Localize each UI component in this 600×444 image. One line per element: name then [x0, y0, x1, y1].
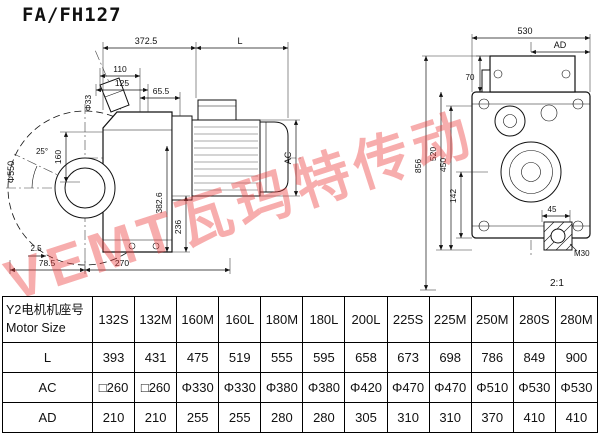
technical-drawing: 372.5 L 110 125 65.5 Φ33 160 25° Φ550: [6, 26, 591, 291]
motor-body: [191, 119, 261, 197]
motor-flange: [171, 115, 193, 201]
column-header: 280S: [512, 296, 556, 343]
table-cell: 555: [260, 342, 304, 373]
table-cell: 310: [386, 402, 430, 433]
row-label: AC: [2, 372, 93, 403]
table-cell: 658: [344, 342, 388, 373]
dim-45-label: 45: [548, 205, 557, 214]
dim-382-6-label: 382.6: [154, 192, 164, 214]
table-row-ac: AC □260 □260 Φ330 Φ330 Φ380 Φ380 Φ420 Φ4…: [2, 372, 599, 403]
dim-160-label: 160: [53, 150, 63, 164]
column-header: 225S: [386, 296, 430, 343]
table-cell: □260: [91, 372, 136, 403]
table-cell: 595: [302, 342, 346, 373]
dim-125-label: 125: [115, 78, 129, 88]
table-cell: 673: [386, 342, 430, 373]
table-cell: 280: [260, 402, 304, 433]
table-cell: Φ330: [218, 372, 262, 403]
table-header-row: Y2电机机座号 Motor Size 132S 132M 160M 160L 1…: [2, 296, 599, 343]
motor-size-header-en: Motor Size: [6, 320, 66, 335]
table-cell: Φ530: [512, 372, 556, 403]
dim-78-5-label: 78.5: [39, 258, 56, 268]
table-cell: 370: [470, 402, 514, 433]
table-cell: 410: [554, 402, 599, 433]
motor-size-header: Y2电机机座号 Motor Size: [2, 296, 93, 343]
dim-ac-label: AC: [283, 151, 293, 164]
dim-270-label: 270: [115, 258, 129, 268]
table-cell: 393: [91, 342, 136, 373]
table-cell: 519: [218, 342, 262, 373]
column-header: 160M: [176, 296, 220, 343]
gear-housing: [102, 111, 173, 253]
dim-phi550-label: Φ550: [6, 161, 16, 183]
terminal-box: [197, 99, 237, 121]
motor-size-header-cn: Y2电机机座号: [6, 303, 84, 317]
table-cell: Φ380: [302, 372, 346, 403]
table-cell: Φ330: [176, 372, 220, 403]
table-cell: 310: [428, 402, 472, 433]
dim-l-label: L: [237, 36, 242, 46]
fan-cover: [259, 121, 289, 193]
table-cell: Φ470: [386, 372, 430, 403]
dim-25deg-label: 25°: [36, 147, 48, 156]
table-cell: Φ420: [344, 372, 388, 403]
table-cell: 410: [512, 402, 556, 433]
table-cell: Φ530: [554, 372, 599, 403]
key-section-detail: [543, 221, 578, 252]
table-cell: 698: [428, 342, 472, 373]
table-cell: 210: [91, 402, 136, 433]
scale-note: 2:1: [550, 278, 564, 289]
column-header: 280M: [554, 296, 599, 343]
dim-520-label: 520: [428, 147, 438, 161]
column-header: 132S: [91, 296, 136, 343]
table-cell: 431: [134, 342, 178, 373]
column-header: 180L: [302, 296, 346, 343]
table-cell: 210: [134, 402, 178, 433]
dim-236-label: 236: [173, 220, 183, 234]
dim-phi33-label: Φ33: [83, 95, 93, 112]
dim-65-5-label: 65.5: [153, 86, 170, 96]
table-cell: Φ380: [260, 372, 304, 403]
output-hub-bore: [64, 167, 106, 209]
output-bore-outer: [500, 141, 562, 203]
table-cell: Φ510: [470, 372, 514, 403]
column-header: 180M: [260, 296, 304, 343]
column-header: 132M: [134, 296, 178, 343]
table-cell: Φ470: [428, 372, 472, 403]
column-header: 160L: [218, 296, 262, 343]
dim-450-label: 450: [438, 158, 448, 172]
dim-2-5-label: 2.5: [30, 244, 42, 253]
dim-m30-label: M30: [574, 249, 590, 258]
side-view: 372.5 L 110 125 65.5 Φ33 160 25° Φ550: [6, 36, 302, 274]
column-header: 200L: [344, 296, 388, 343]
table-row-l: L 393 431 475 519 555 595 658 673 698 78…: [2, 342, 599, 373]
table-cell: 255: [176, 402, 220, 433]
column-header: 250M: [470, 296, 514, 343]
table-cell: 475: [176, 342, 220, 373]
table-cell: 280: [302, 402, 346, 433]
page-title: FA/FH127: [22, 4, 122, 26]
row-label: L: [2, 342, 93, 373]
table-cell: 849: [512, 342, 556, 373]
front-housing-top: [489, 55, 576, 93]
front-view: 530 AD 70 856 520 450 142: [413, 26, 591, 291]
table-row-ad: AD 210 210 255 255 280 280 305 310 310 3…: [2, 402, 599, 433]
column-header: 225M: [428, 296, 472, 343]
dim-856-label: 856: [413, 159, 423, 173]
dim-142-label: 142: [448, 189, 458, 203]
dim-372-5-label: 372.5: [135, 36, 158, 46]
table-cell: 305: [344, 402, 388, 433]
dim-110-label: 110: [113, 64, 127, 74]
dim-ad-label: AD: [554, 40, 567, 50]
table-cell: □260: [134, 372, 178, 403]
dimension-table: Y2电机机座号 Motor Size 132S 132M 160M 160L 1…: [2, 296, 599, 433]
dim-70-label: 70: [466, 73, 475, 82]
table-cell: 900: [554, 342, 599, 373]
row-label: AD: [2, 402, 93, 433]
input-bore-circle: [494, 105, 526, 137]
dim-530-label: 530: [517, 26, 532, 36]
table-cell: 786: [470, 342, 514, 373]
table-cell: 255: [218, 402, 262, 433]
